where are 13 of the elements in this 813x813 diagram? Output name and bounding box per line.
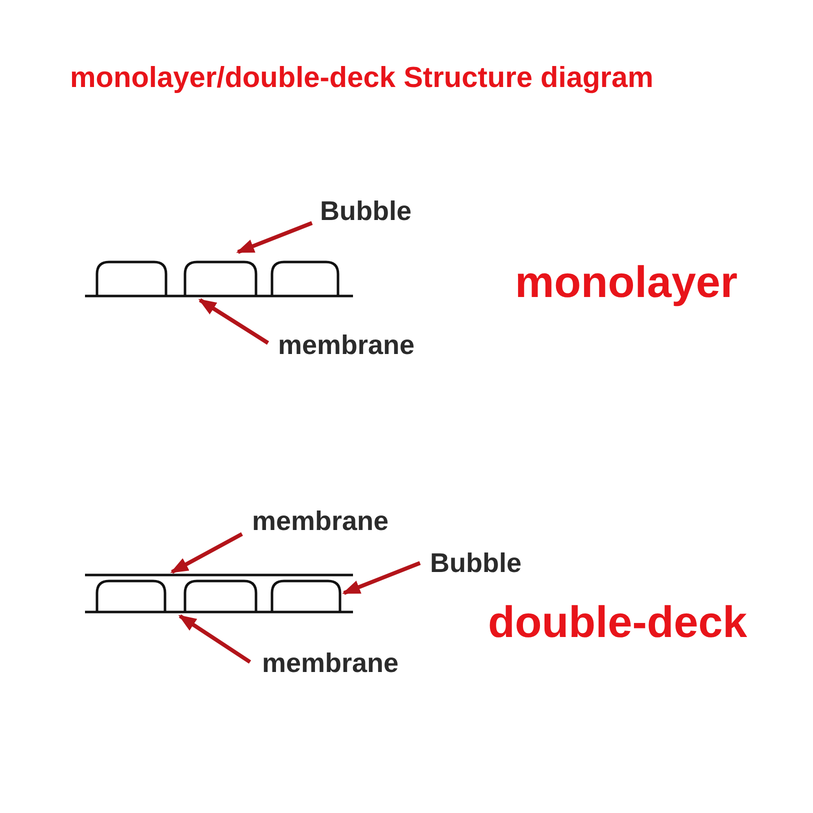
callout-text: Bubble [320, 196, 412, 227]
layer-type-label: monolayer [515, 258, 738, 308]
leader-arrow [178, 614, 252, 664]
layer-type-label: double-deck [488, 598, 748, 648]
leader-arrow [236, 221, 313, 254]
callout-text: Bubble [430, 548, 522, 579]
leader-arrow [342, 561, 421, 595]
leader-arrow [170, 532, 243, 574]
callout-text: membrane [252, 506, 389, 537]
callout-text: membrane [262, 648, 399, 679]
callout-text: membrane [278, 330, 415, 361]
diagram-title: monolayer/double-deck Structure diagram [70, 62, 654, 95]
leader-arrow [198, 298, 270, 345]
